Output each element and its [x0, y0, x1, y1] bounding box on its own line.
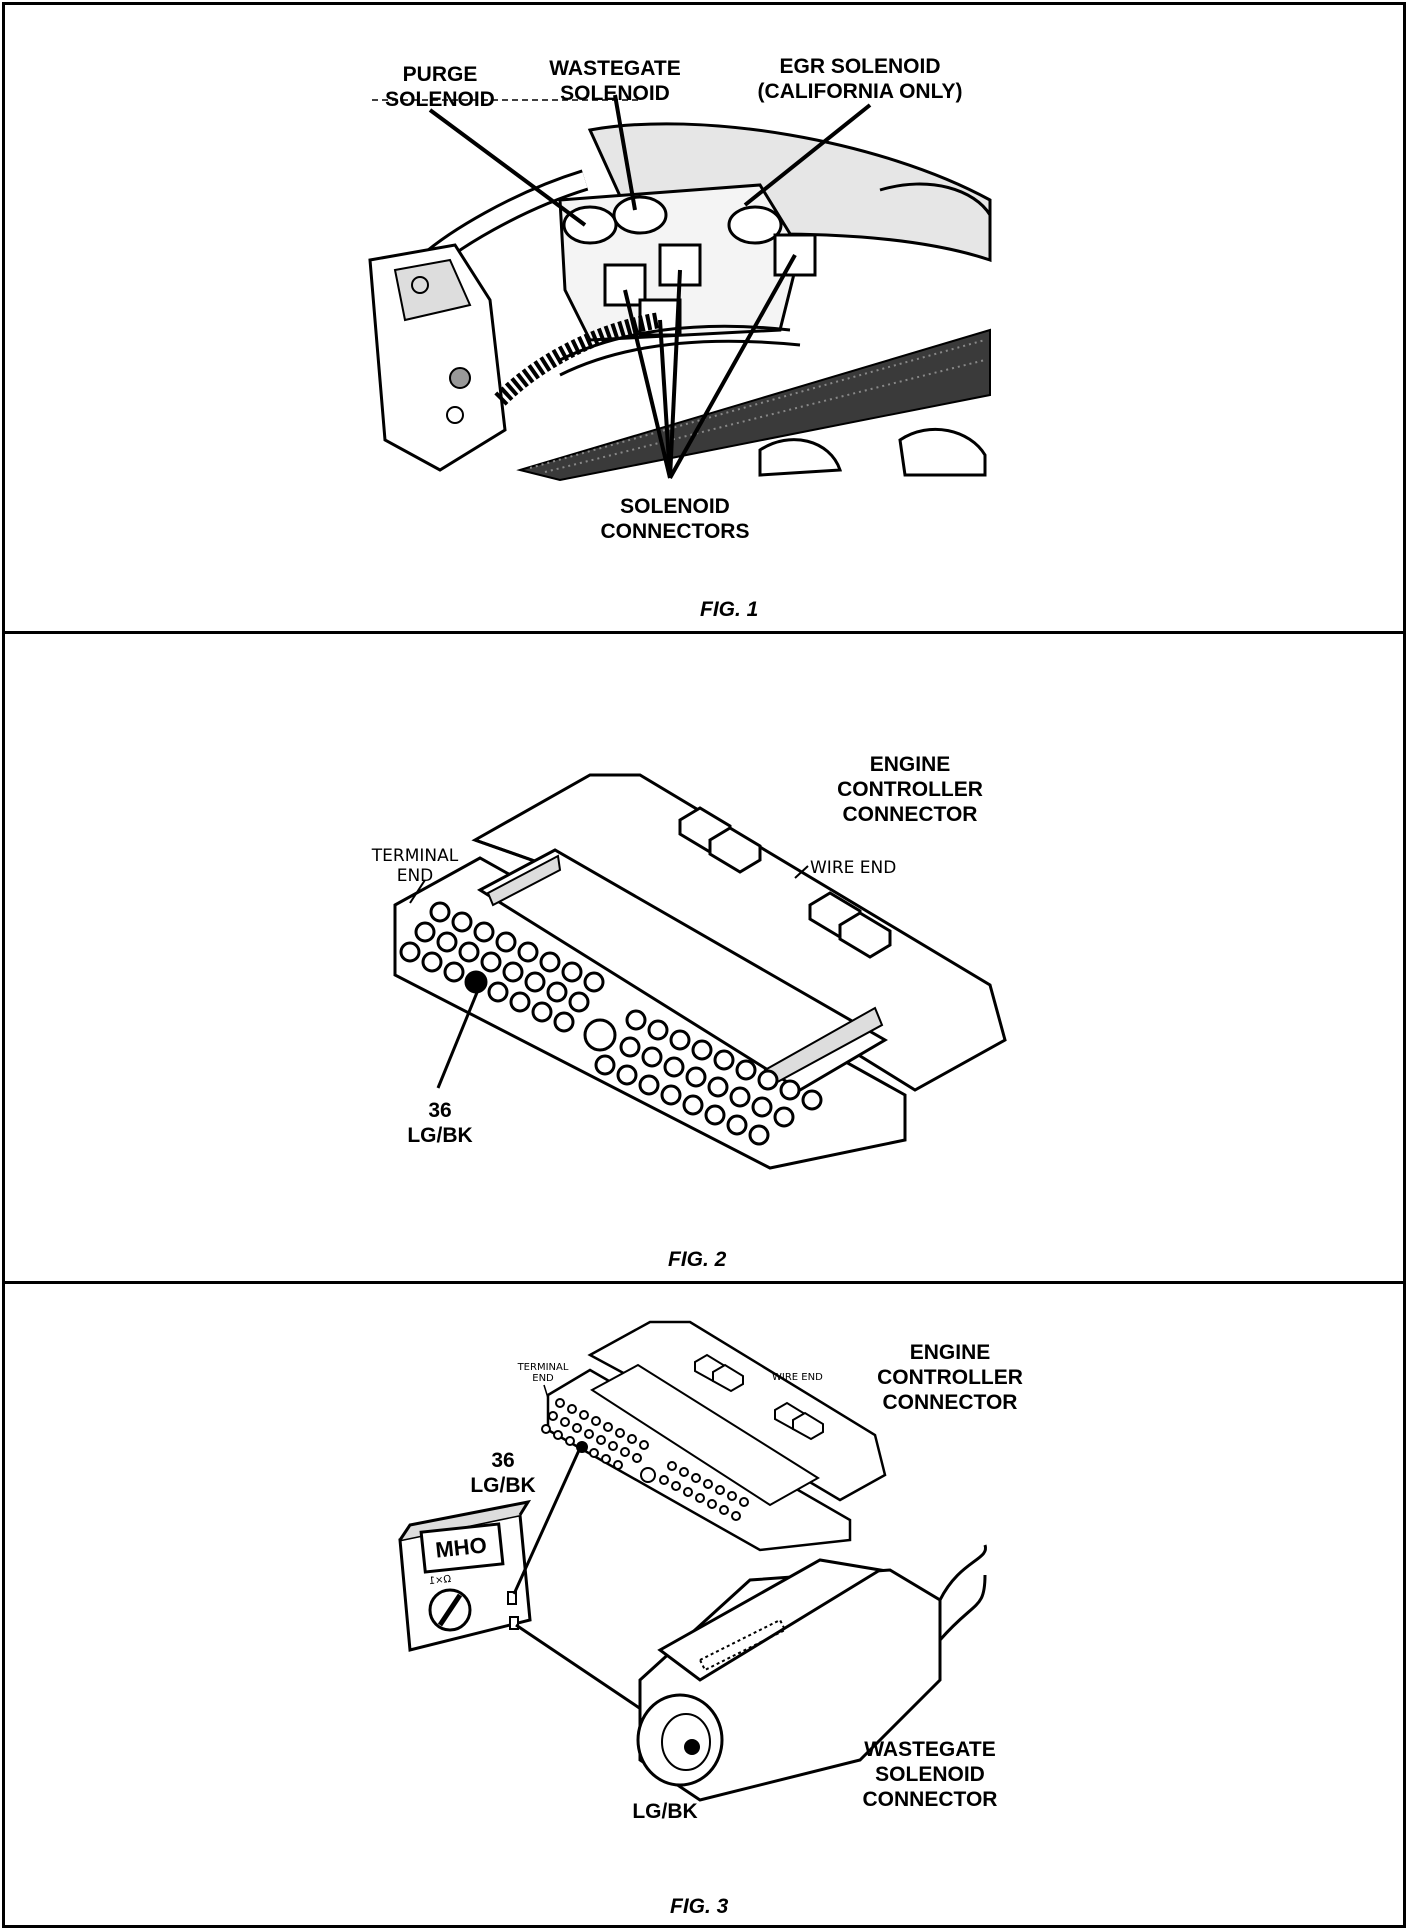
wire-end-leader: [794, 865, 809, 879]
divider-1: [2, 631, 1406, 634]
egr-leader: [743, 103, 872, 207]
egr-solenoid-label: EGR SOLENOID (CALIFORNIA ONLY): [757, 55, 963, 103]
wastegate-solenoid-label: WASTEGATE SOLENOID: [549, 57, 681, 105]
wastegate-leader: [613, 94, 637, 211]
terminal-end-leader-small: [543, 1384, 549, 1399]
wire-end-label-small: WIRE END: [772, 1372, 823, 1383]
wastegate-solenoid-connector-label: WASTEGATE SOLENOID CONNECTOR: [862, 1738, 998, 1811]
pin-36-leader: [436, 989, 480, 1089]
engine-controller-connector-label: ENGINE CONTROLLER CONNECTOR: [837, 753, 983, 826]
purge-solenoid-label: PURGE SOLENOID: [385, 63, 495, 111]
wire-end-label: WIRE END: [810, 858, 897, 878]
connector-leader-3: [668, 254, 797, 479]
connector-leader-1: [623, 289, 672, 479]
terminal-pins-left: [399, 901, 605, 1033]
connector-leader-4: [658, 319, 672, 479]
lg-bk-wire-label: LG/BK: [632, 1800, 698, 1823]
meter-display: [419, 1522, 505, 1574]
figure-2-caption: FIG. 2: [668, 1248, 727, 1271]
figure-3-caption: FIG. 3: [670, 1895, 729, 1918]
engine-controller-connector-label-fig3: ENGINE CONTROLLER CONNECTOR: [877, 1341, 1023, 1414]
connector-leader-2: [668, 269, 682, 479]
pin-36-label: 36 LG/BK: [407, 1099, 473, 1147]
lg-bk-terminal: [684, 1739, 700, 1755]
pin-36-label-fig3: 36 LG/BK: [470, 1449, 536, 1497]
engine-controller-connector-illustration: [393, 773, 1007, 1170]
terminal-pins-small: [541, 1398, 749, 1521]
solenoid-connectors-label: SOLENOID CONNECTORS: [600, 495, 750, 543]
terminal-pins-right: [594, 1009, 823, 1146]
engine-solenoids-illustration: [368, 94, 992, 482]
test-lead-1: [512, 1447, 582, 1595]
terminal-end-label-small: TERMINAL END: [517, 1362, 569, 1384]
divider-2: [2, 1281, 1406, 1284]
figure-1-caption: FIG. 1: [700, 598, 759, 621]
terminal-end-leader: [409, 879, 426, 904]
terminal-end-label: TERMINAL END: [371, 846, 459, 886]
purge-leader: [428, 108, 587, 227]
